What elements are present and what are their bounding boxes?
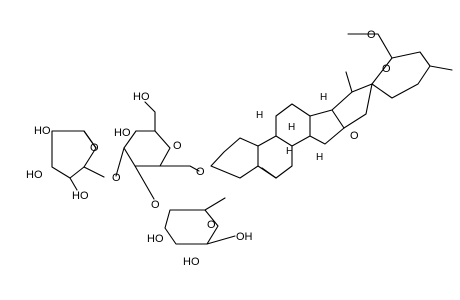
rhamnose-oh-left: HO (147, 233, 164, 245)
glycosidic-oxygen-aglycone: O (196, 166, 205, 178)
xylose-oh-top: HO (34, 125, 51, 137)
glycosidic-oxygen-xylose: O (112, 172, 121, 184)
ring-b (257, 135, 293, 179)
ring-d (309, 109, 345, 145)
glucose-ch2oh: HO (133, 91, 150, 103)
rhamnose-oh-right: OH (236, 231, 253, 243)
h-label-16: H (316, 152, 323, 163)
xylose-ring-oxygen: O (90, 142, 99, 154)
methoxy-oxygen: O (367, 29, 376, 41)
ring-f-oxygen: O (382, 63, 391, 75)
ring-a (210, 137, 259, 179)
rhamnose-oh-bottom: HO (183, 256, 200, 268)
h-label-17: H (320, 92, 327, 103)
rhamnose-ring-oxygen: O (207, 219, 216, 231)
glycosidic-oxygen-rhamnose: O (151, 199, 160, 211)
xylose-oh-left: HO (26, 169, 43, 181)
h-label-8: H (288, 122, 295, 133)
h-label-9: H (256, 110, 263, 121)
ring-f (371, 51, 431, 99)
xylose-oh-bottom: HO (72, 190, 89, 202)
ring-e-oxygen: O (350, 130, 359, 142)
glucose-ring-oxygen: O (173, 140, 182, 152)
glucose-ring (123, 130, 171, 167)
ring-c (275, 103, 311, 147)
h-label-14: H (286, 146, 293, 157)
xylose-ring (51, 130, 97, 179)
glucose-oh: HO (114, 127, 131, 139)
